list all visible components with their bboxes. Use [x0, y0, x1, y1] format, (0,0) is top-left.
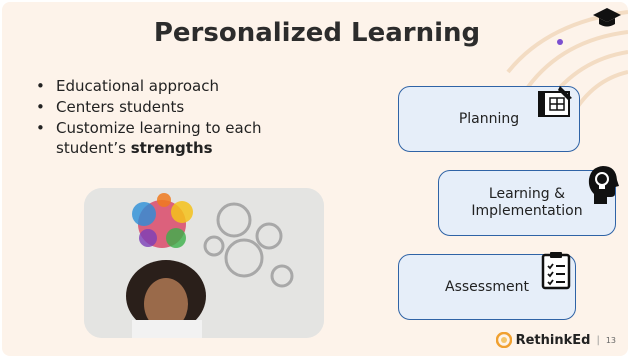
brand-name: RethinkEd [515, 332, 591, 348]
graduation-cap-icon [593, 8, 621, 27]
clipboard-checklist-icon [541, 252, 571, 290]
implementation-label: Implementation [471, 203, 583, 219]
bullet-item: Educational approach [36, 76, 326, 96]
blueprint-icon [538, 86, 572, 117]
slide: Personalized Learning Educational approa… [2, 2, 628, 356]
learning-label: Learning & [488, 186, 566, 202]
bullet-item: Customize learning to each student’s str… [36, 118, 326, 158]
footer-divider: | [596, 334, 600, 346]
assessment-label: Assessment [445, 278, 529, 295]
head-lightbulb-icon [588, 166, 619, 204]
planning-label: Planning [458, 110, 520, 127]
student-thinking-photo [84, 188, 324, 338]
page-number: 13 [605, 335, 616, 345]
rethinked-logo-icon [495, 332, 512, 348]
bullet-item: Centers students [36, 97, 326, 117]
slide-title: Personalized Learning [153, 18, 481, 48]
footer-logo: RethinkEd | 13 [495, 332, 616, 348]
bullet-list: Educational approach Centers students Cu… [36, 76, 326, 159]
bullet-bold-word: strengths [130, 139, 213, 157]
learning-implementation-card: Learning & Implementation [438, 170, 616, 236]
